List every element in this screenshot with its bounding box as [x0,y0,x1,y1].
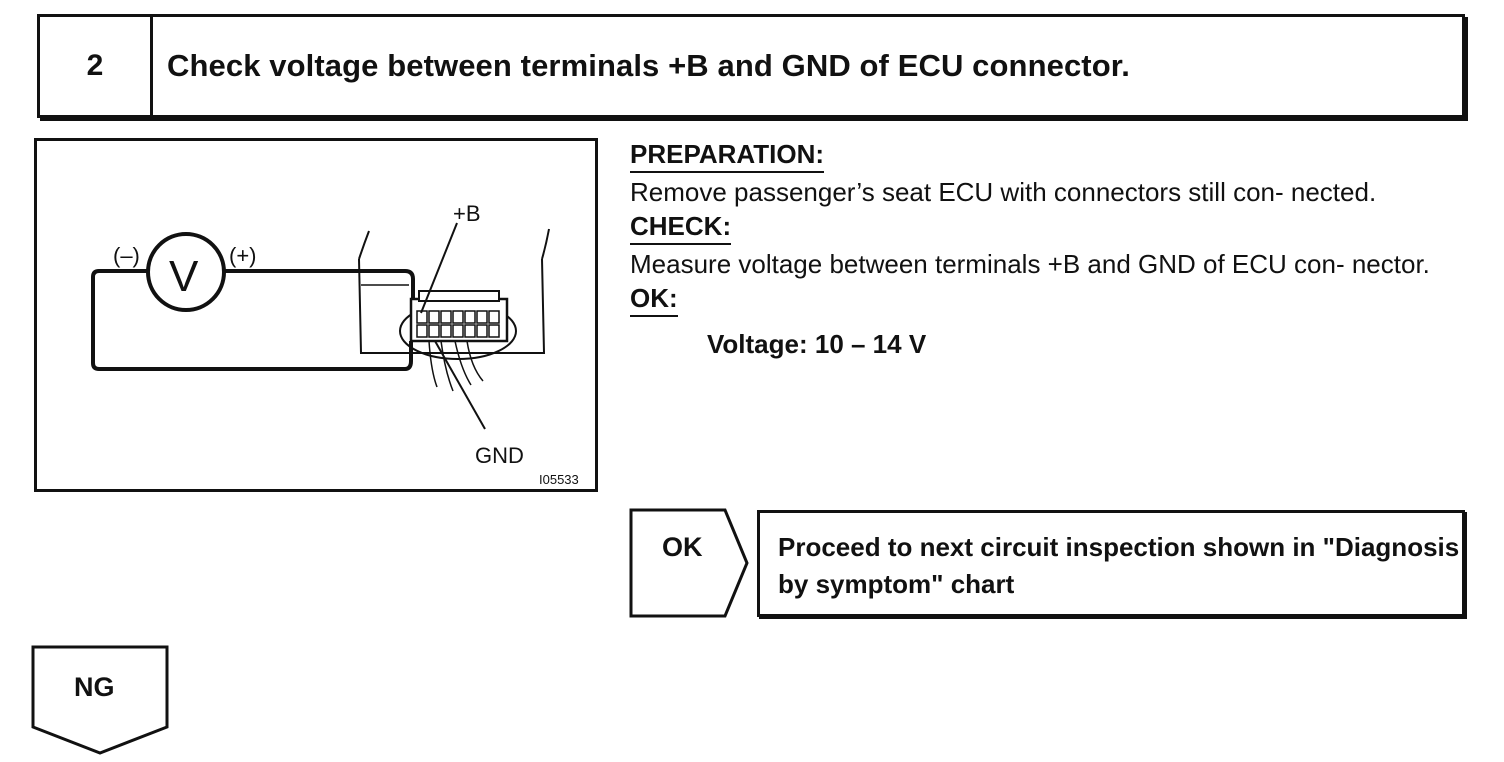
step-title: Check voltage between terminals +B and G… [167,48,1130,83]
positive-lead-label: (+) [229,243,257,268]
check-text: Measure voltage between terminals +B and… [630,248,1430,279]
terminal-gnd-label: GND [475,443,524,468]
preparation-text: Remove passenger’s seat ECU with connect… [630,176,1377,207]
illustration-code: I05533 [539,472,579,487]
voltmeter-symbol: V [169,252,199,301]
negative-test-lead [91,269,413,371]
ecu-body [358,258,546,354]
terminal-gnd-leader [434,340,486,430]
check-heading: CHECK: [630,211,732,245]
voltage-spec: Voltage: 10 – 14 V [707,328,927,359]
voltmeter-icon [146,232,226,312]
procedure-text: PREPARATION: Remove passenger’s seat ECU… [630,139,1468,360]
step-number: 2 [40,17,153,115]
voltage-check-illustration: V (–) (+) +B GND I05533 [34,138,598,492]
terminal-b-label: +B [453,201,481,226]
negative-lead-label: (–) [113,243,140,268]
ok-action-box: Proceed to next circuit inspection shown… [757,510,1465,617]
ok-result-label: OK [662,532,703,562]
ng-result-tag: NG [31,645,171,762]
ok-result-tag: OK [629,508,753,625]
terminal-b-leader [420,222,458,314]
circuit-drawing [91,222,550,430]
ng-result-label: NG [74,672,115,702]
positive-test-lead [225,269,415,319]
step-header: 2 Check voltage between terminals +B and… [37,14,1465,118]
preparation-heading: PREPARATION: [630,139,825,173]
ng-arrow-icon [31,645,169,755]
ok-heading: OK: [630,283,678,317]
ok-arrow-icon [629,508,749,618]
